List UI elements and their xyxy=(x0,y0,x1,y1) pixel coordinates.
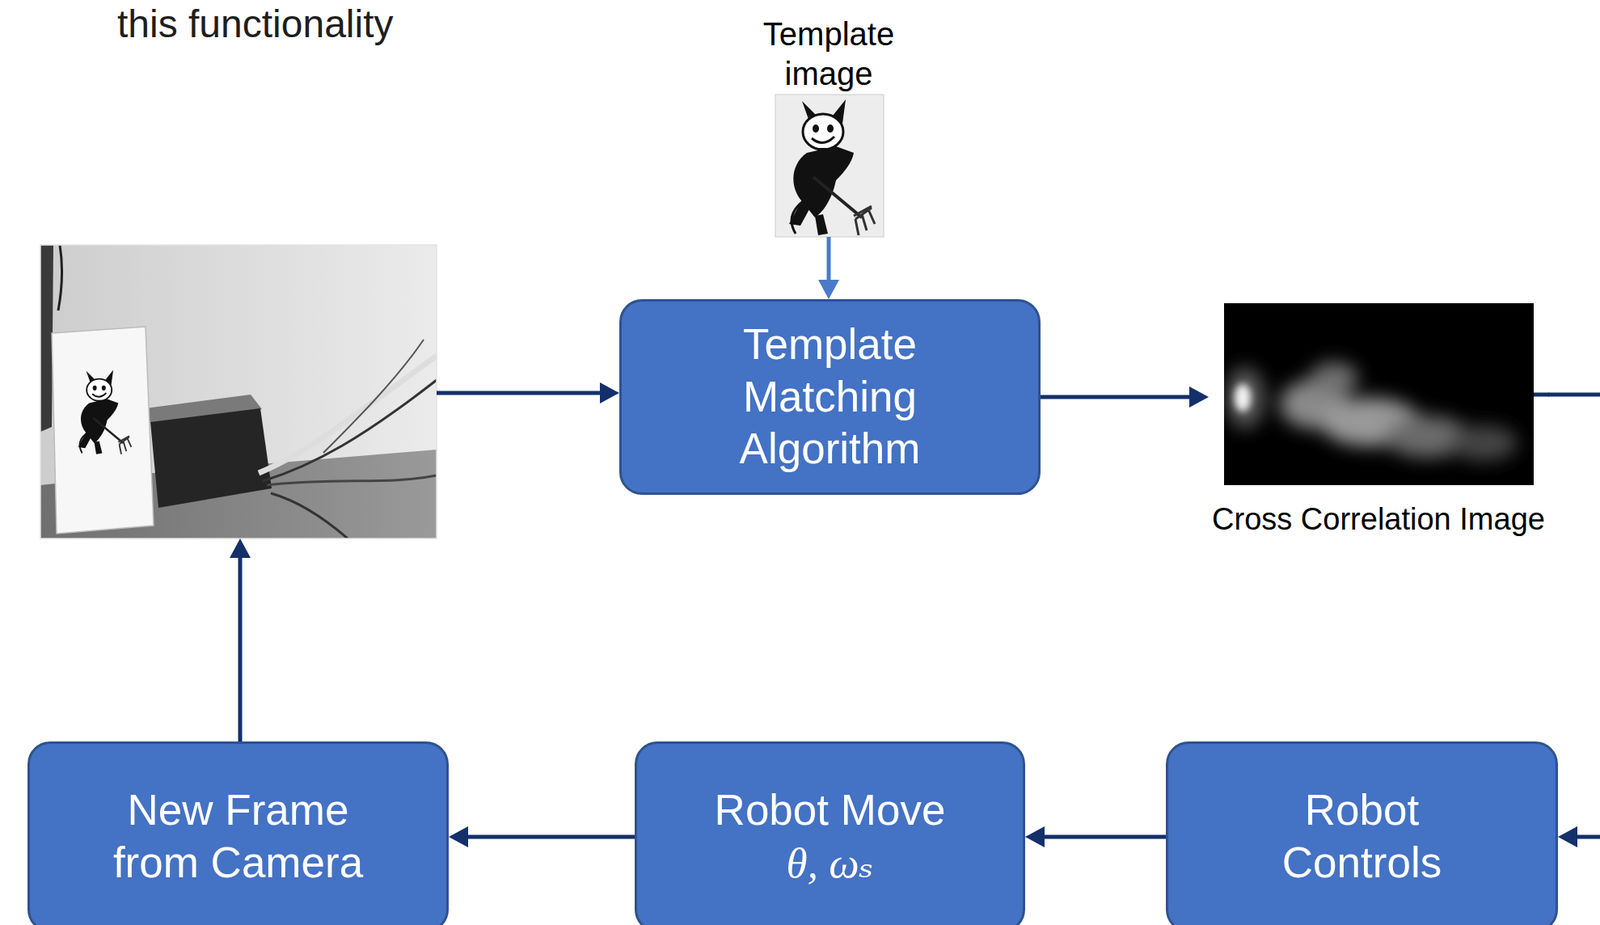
flow-arrow xyxy=(468,835,635,840)
photo-wire xyxy=(58,244,63,311)
photo-wall xyxy=(40,244,437,539)
process-box: New Frame from Camera xyxy=(27,741,449,925)
picture-heading: Template image xyxy=(747,14,910,94)
photo-card xyxy=(51,326,154,534)
heatmap-picture xyxy=(1224,303,1534,486)
photo-cable xyxy=(323,339,424,453)
photo-border xyxy=(40,244,437,539)
photo-cable xyxy=(270,493,348,539)
process-box: Robot Moveθ, ωₛ xyxy=(634,741,1026,925)
box-text: Robot Move xyxy=(714,784,946,837)
flow-arrow xyxy=(1044,835,1166,840)
slide-text: this functionality xyxy=(117,1,394,47)
card-figure xyxy=(78,369,132,454)
process-box: Template Matching Algorithm xyxy=(619,299,1041,495)
picture-node: Cross Correlation Image xyxy=(1208,303,1549,538)
process-box: Robot Controls xyxy=(1165,741,1558,925)
flow-arrow xyxy=(827,236,832,280)
sample-picture xyxy=(775,94,884,237)
photo-cable xyxy=(258,355,437,473)
flow-arrow xyxy=(436,391,600,396)
flow-arrow xyxy=(238,557,243,742)
heatmap-blobs xyxy=(1225,362,1518,461)
flow-arrow xyxy=(1040,395,1190,400)
box-text: Robot Controls xyxy=(1261,784,1464,889)
box-text: Template Matching Algorithm xyxy=(709,318,952,476)
picture-heading: Cross Correlation Image xyxy=(1211,500,1546,538)
photo-cable xyxy=(262,379,437,482)
picture-node: Template image xyxy=(744,14,913,237)
scene-photo xyxy=(40,244,437,539)
box-text: New Frame from Camera xyxy=(97,784,380,889)
sample-figure xyxy=(789,99,875,236)
math-text: θ, ωₛ xyxy=(786,836,874,890)
flow-arrow xyxy=(1533,392,1550,397)
photo-cable xyxy=(266,475,437,486)
device-body xyxy=(150,408,272,508)
